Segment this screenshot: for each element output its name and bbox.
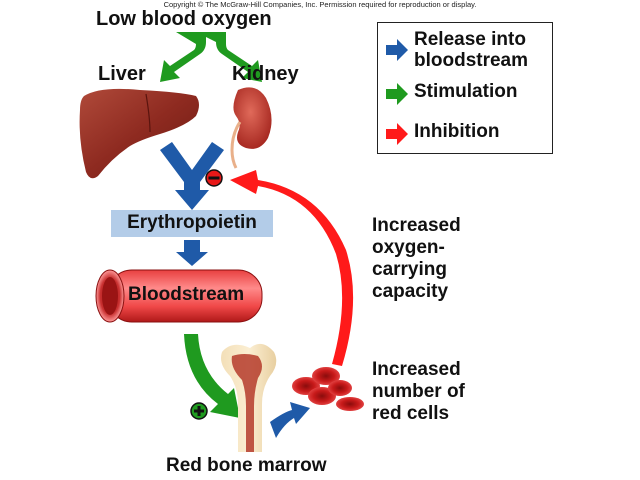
liver-label: Liver bbox=[98, 63, 146, 85]
kidney-label: Kidney bbox=[232, 63, 299, 85]
stimulation-arrow-split bbox=[160, 32, 262, 82]
legend-item-stimulation: Stimulation bbox=[384, 81, 517, 107]
legend: Release into bloodstream Stimulation Inh… bbox=[377, 22, 553, 154]
inhibition-feedback-arrow bbox=[230, 170, 354, 366]
release-arrow-to-bloodstream bbox=[176, 240, 208, 266]
erythropoietin-label: Erythropoietin bbox=[127, 212, 257, 233]
stimulation-arrow-to-marrow bbox=[184, 334, 240, 418]
low-blood-oxygen-label: Low blood oxygen bbox=[96, 8, 272, 30]
stimulation-sign-icon bbox=[190, 402, 208, 420]
release-arrow-to-red-cells bbox=[270, 402, 310, 438]
bloodstream-vessel bbox=[95, 269, 263, 323]
red-blood-cells bbox=[292, 367, 364, 411]
inhibition-sign-icon bbox=[205, 169, 223, 187]
increased-capacity-label: Increased oxygen- carrying capacity bbox=[372, 215, 461, 302]
erythropoietin-box: Erythropoietin bbox=[111, 210, 273, 237]
red-bone-marrow-label: Red bone marrow bbox=[166, 455, 327, 476]
release-arrow-merge bbox=[160, 142, 224, 210]
red-arrow-icon bbox=[386, 123, 408, 145]
copyright-notice: Copyright © The McGraw-Hill Companies, I… bbox=[163, 0, 477, 9]
bone-illustration bbox=[221, 343, 277, 452]
legend-item-release: Release into bloodstream bbox=[384, 29, 528, 71]
green-arrow-icon bbox=[386, 83, 408, 105]
kidney-illustration bbox=[233, 87, 272, 149]
bloodstream-label: Bloodstream bbox=[128, 284, 245, 305]
increased-cells-label: Increased number of red cells bbox=[372, 359, 465, 424]
legend-item-inhibition: Inhibition bbox=[384, 121, 499, 147]
blue-arrow-icon bbox=[386, 39, 408, 61]
liver-illustration bbox=[79, 88, 199, 179]
